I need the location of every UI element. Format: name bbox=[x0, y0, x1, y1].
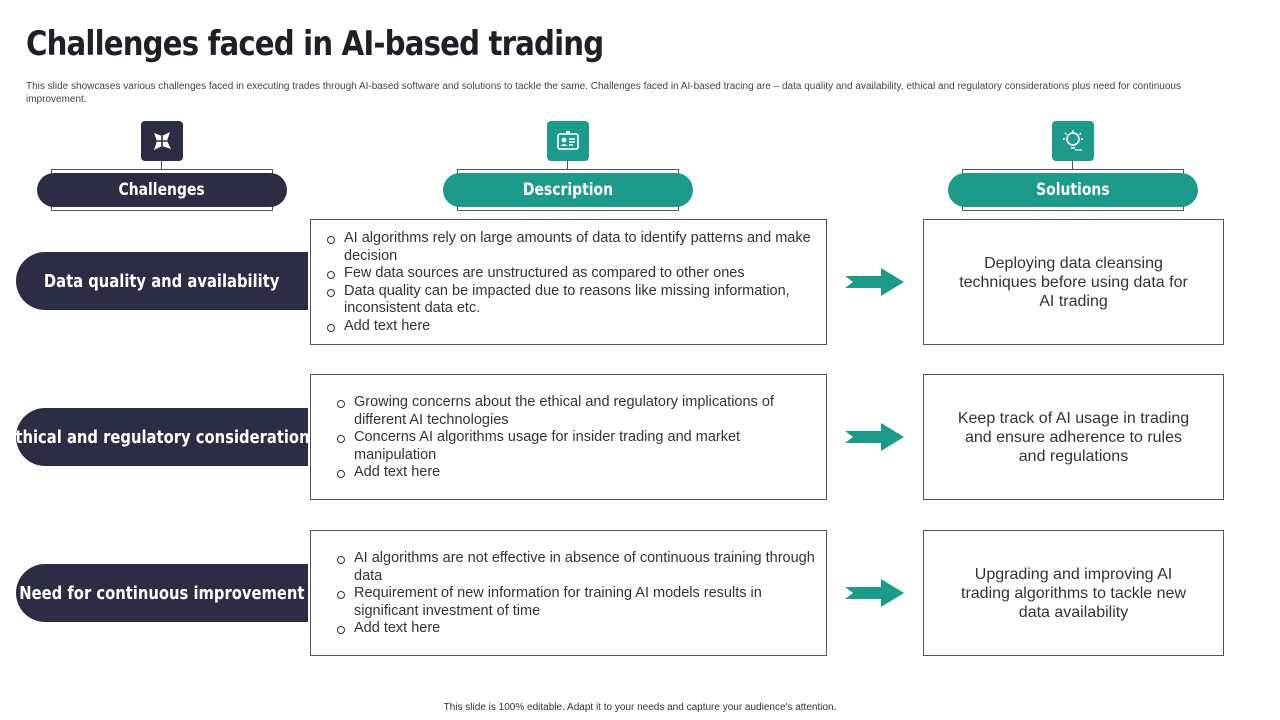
page-subtitle: This slide showcases various challenges … bbox=[26, 81, 1181, 105]
footer-note: This slide is 100% editable. Adapt it to… bbox=[443, 702, 837, 713]
challenge-pill: Data quality and availability bbox=[16, 252, 308, 310]
description-item: Growing concerns about the ethical and r… bbox=[335, 394, 815, 429]
connector-line bbox=[567, 161, 568, 170]
challenge-label: Data quality and availability bbox=[44, 270, 280, 292]
description-header-pill: Description bbox=[443, 173, 693, 207]
description-header-label: Description bbox=[522, 180, 614, 200]
lightbulb-icon bbox=[1052, 121, 1094, 161]
solution-text: Deploying data cleansing techniques befo… bbox=[959, 254, 1188, 310]
right-arrow-icon bbox=[845, 268, 904, 296]
solutions-header-pill: Solutions bbox=[948, 173, 1198, 207]
solutions-header-label: Solutions bbox=[1036, 180, 1110, 200]
solution-text: Upgrading and improving AI trading algor… bbox=[961, 565, 1186, 621]
description-item: AI algorithms are not effective in absen… bbox=[335, 550, 815, 585]
description-item: Few data sources are unstructured as com… bbox=[325, 265, 815, 283]
description-item: Add text here bbox=[325, 318, 815, 336]
solution-box: Upgrading and improving AI trading algor… bbox=[923, 530, 1224, 656]
description-list: AI algorithms rely on large amounts of d… bbox=[325, 230, 815, 335]
description-box: Growing concerns about the ethical and r… bbox=[310, 374, 827, 500]
solution-text: Keep track of AI usage in trading and en… bbox=[957, 409, 1190, 465]
challenges-header-label: Challenges bbox=[118, 180, 206, 200]
description-box: AI algorithms are not effective in absen… bbox=[310, 530, 827, 656]
challenge-pill: Need for continuous improvement bbox=[16, 564, 308, 622]
description-box: AI algorithms rely on large amounts of d… bbox=[310, 219, 827, 345]
right-arrow-icon bbox=[845, 423, 904, 451]
description-item: Add text here bbox=[335, 464, 815, 482]
challenge-label: Ethical and regulatory considerations bbox=[5, 426, 319, 448]
connector-line bbox=[161, 161, 162, 170]
description-item: AI algorithms rely on large amounts of d… bbox=[325, 230, 815, 265]
solution-box: Keep track of AI usage in trading and en… bbox=[923, 374, 1224, 500]
description-list: AI algorithms are not effective in absen… bbox=[335, 550, 815, 638]
id-card-icon bbox=[547, 121, 589, 161]
challenge-pill: Ethical and regulatory considerations bbox=[5, 408, 319, 466]
challenges-header-pill: Challenges bbox=[37, 173, 287, 207]
solution-box: Deploying data cleansing techniques befo… bbox=[923, 219, 1224, 345]
challenge-label: Need for continuous improvement bbox=[19, 582, 305, 604]
description-list: Growing concerns about the ethical and r… bbox=[335, 394, 815, 482]
description-item: Data quality can be impacted due to reas… bbox=[325, 283, 815, 318]
description-item: Requirement of new information for train… bbox=[335, 585, 815, 620]
connector-line bbox=[1072, 161, 1073, 170]
puzzle-star-icon bbox=[141, 121, 183, 161]
page-title: Challenges faced in AI-based trading bbox=[26, 24, 604, 64]
right-arrow-icon bbox=[845, 579, 904, 607]
description-item: Add text here bbox=[335, 620, 815, 638]
description-item: Concerns AI algorithms usage for insider… bbox=[335, 429, 815, 464]
